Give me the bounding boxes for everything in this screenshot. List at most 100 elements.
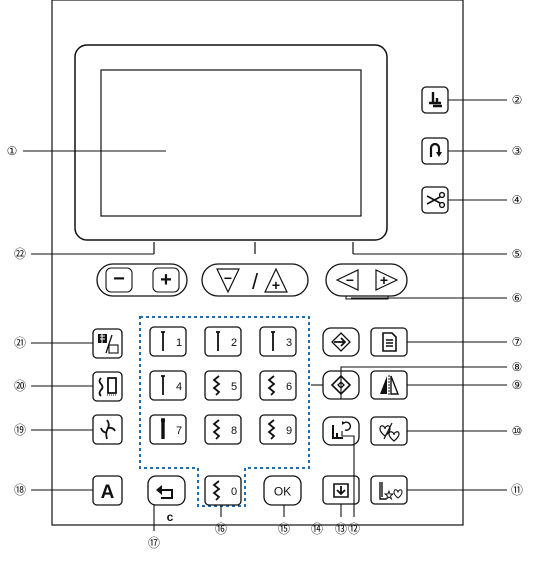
stitch-key-7[interactable]: 7: [149, 414, 187, 445]
straight-stitch-icon: [271, 331, 275, 351]
svg-text:⑪: ⑪: [511, 483, 523, 497]
callout-7: ⑦: [512, 335, 523, 349]
zigzag-icon: [212, 375, 221, 396]
character-icon: A: [101, 482, 115, 503]
slash-separator: /: [252, 269, 259, 294]
pattern-combination-icon: [379, 482, 403, 501]
decorative-icon: [98, 377, 117, 397]
cursor-right-button[interactable]: +: [375, 269, 399, 291]
cursor-pill: [325, 263, 408, 297]
svg-text:⑬: ⑬: [335, 522, 347, 536]
svg-text:②: ②: [512, 93, 523, 107]
stitch-key-number: 0: [231, 486, 237, 498]
feather-icon: [100, 419, 116, 440]
svg-text:④: ④: [512, 193, 523, 207]
zigzag-icon: [267, 375, 276, 396]
minus-button[interactable]: −: [105, 267, 133, 293]
svg-text:⑨: ⑨: [512, 378, 523, 392]
back-button[interactable]: [147, 475, 186, 506]
image-key-button[interactable]: [92, 328, 123, 359]
feather-button[interactable]: [92, 414, 123, 445]
straight-stitch-icon: [161, 418, 165, 439]
stitch-key-8[interactable]: 8: [204, 414, 242, 445]
stitch-key-4[interactable]: 4: [149, 370, 187, 401]
stitch-key-6[interactable]: 6: [259, 370, 297, 401]
svg-text:⑮: ⑮: [278, 522, 290, 536]
character-button[interactable]: A: [92, 475, 123, 506]
straight-stitch-icon: [333, 483, 349, 498]
mirror-icon: [380, 375, 400, 395]
ok-button[interactable]: OK: [263, 475, 302, 506]
plus-label: +: [160, 269, 172, 291]
callout-21: ㉑: [14, 336, 26, 350]
svg-text:⑰: ⑰: [148, 536, 160, 550]
straight-stitch-icon: [161, 331, 165, 351]
svg-text:+: +: [380, 272, 388, 288]
callout-18: ⑱: [14, 483, 26, 497]
pattern-explanation-button[interactable]: [370, 327, 408, 357]
left-arrow-icon: −: [346, 272, 354, 288]
minus-label: −: [113, 268, 125, 290]
mode-switch-button[interactable]: [322, 327, 360, 357]
zigzag-icon: [212, 480, 221, 501]
svg-text:⑯: ⑯: [215, 522, 227, 536]
image-switch-icon: [331, 332, 351, 352]
presser-foot-button[interactable]: [421, 86, 449, 114]
reverse-stitch-button[interactable]: [322, 416, 360, 446]
callout-3: ③: [512, 144, 523, 158]
svg-text:⑧: ⑧: [512, 360, 523, 374]
stitch-length-minus-button[interactable]: −: [216, 268, 240, 294]
svg-text:⑭: ⑭: [311, 522, 323, 536]
callout-14: ⑭: [311, 522, 323, 536]
callout-2: ②: [512, 93, 523, 107]
callout-10: ⑩: [512, 424, 523, 438]
stitch-key-0[interactable]: 0: [204, 475, 242, 506]
stitch-key-number: 4: [176, 381, 182, 393]
callout-20: ⑳: [14, 379, 26, 393]
callout-16: ⑯: [215, 522, 227, 536]
callout-6: ⑥: [512, 291, 523, 305]
clear-label: c: [167, 510, 174, 524]
stitch-key-5[interactable]: 5: [204, 370, 242, 401]
callout-19: ⑲: [14, 423, 26, 437]
stitch-key-number: 9: [286, 425, 292, 437]
plus-button[interactable]: +: [152, 267, 180, 293]
stitch-length-minus-label: −: [224, 270, 232, 286]
image-key-icon: [98, 334, 119, 354]
svg-text:㉒: ㉒: [14, 247, 26, 261]
zigzag-icon: [267, 419, 276, 440]
ok-label: OK: [274, 485, 291, 499]
callout-22: ㉒: [14, 247, 26, 261]
thread-cutter-button[interactable]: [421, 186, 449, 214]
stitch-key-1[interactable]: 1: [149, 326, 187, 357]
stitch-key-number: 8: [231, 425, 237, 437]
straight-stitch-icon: [216, 331, 220, 351]
stitch-key-3[interactable]: 3: [259, 326, 297, 357]
svg-text:⑱: ⑱: [14, 483, 26, 497]
callout-15: ⑮: [278, 522, 290, 536]
presser-foot-icon: [429, 92, 442, 108]
needle-position-button[interactable]: [421, 137, 449, 165]
mirror-button[interactable]: [370, 370, 408, 400]
stitch-length-plus-button[interactable]: +: [264, 267, 288, 293]
thread-cutter-icon: [426, 191, 446, 209]
callout-8: ⑧: [512, 360, 523, 374]
straight-stitch-icon: [161, 375, 165, 395]
svg-text:−: −: [346, 272, 354, 288]
back-icon: [156, 485, 173, 499]
svg-text:⑳: ⑳: [14, 379, 26, 393]
reverse-stitch-icon: [332, 421, 352, 439]
pattern-explanation-left-button[interactable]: [92, 371, 123, 402]
stitch-key-2[interactable]: 2: [204, 326, 242, 357]
heart-icon: [379, 422, 400, 442]
stitch-key-9[interactable]: 9: [259, 414, 297, 445]
stitch-key-number: 1: [176, 337, 182, 349]
cursor-left-button[interactable]: −: [335, 269, 359, 291]
pattern-explanation-icon: [382, 332, 397, 352]
callout-11: ⑪: [511, 483, 523, 497]
svg-text:㉑: ㉑: [14, 336, 26, 350]
heart-combination-button[interactable]: [370, 416, 408, 446]
pattern-combination-button[interactable]: [370, 475, 408, 505]
stitch-key-number: 5: [231, 381, 237, 393]
